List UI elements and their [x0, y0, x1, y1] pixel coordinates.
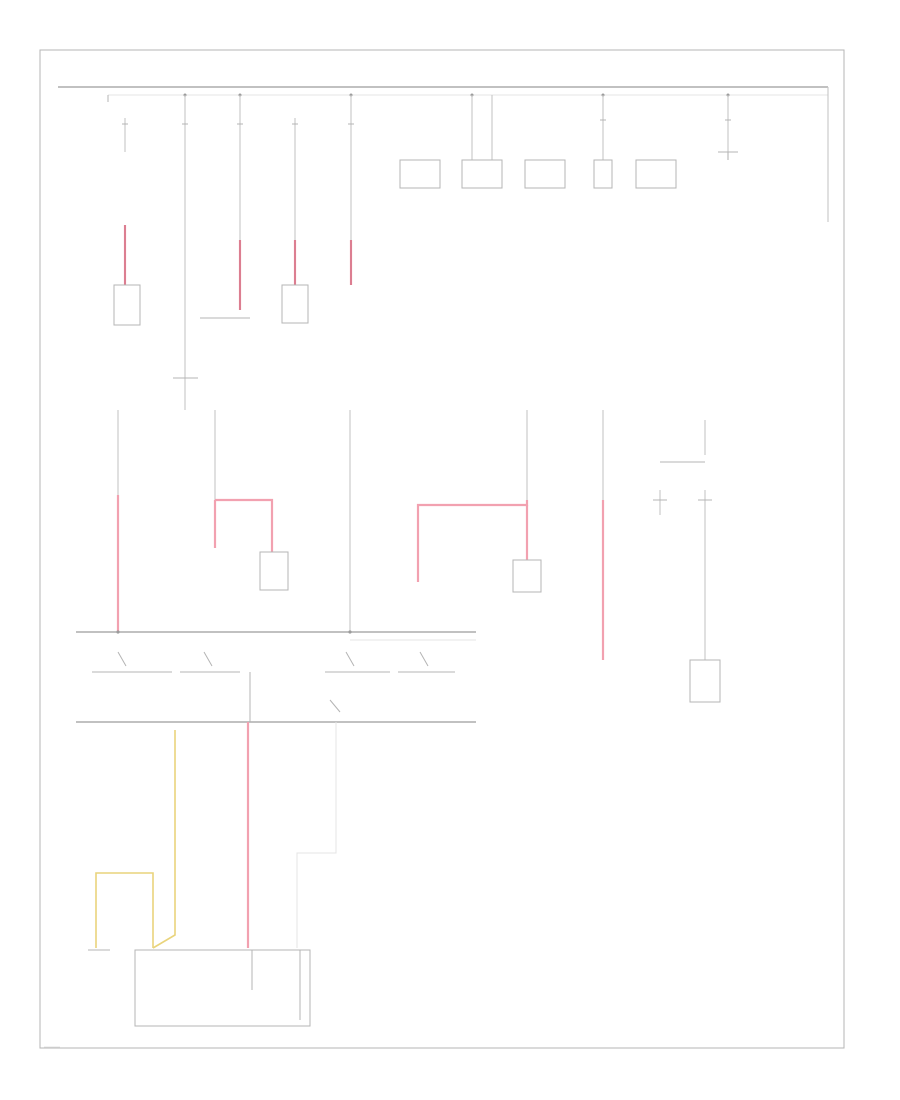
upper-components — [113, 284, 309, 379]
bottom-module — [88, 949, 311, 1027]
mid-components — [259, 499, 721, 703]
lower-wires — [95, 722, 337, 949]
splice-bars — [76, 630, 476, 723]
upper-fuse-symbols — [122, 119, 731, 125]
upper-fuse-wires — [124, 95, 729, 410]
upper-pink-wires — [123, 225, 353, 310]
switch-row — [92, 651, 455, 722]
mid-fuse-wires — [117, 410, 706, 660]
diagram-frame — [39, 49, 845, 1049]
top-feed-bus — [58, 86, 829, 222]
top-connectors — [399, 151, 738, 189]
mid-pink-wires — [116, 495, 605, 660]
